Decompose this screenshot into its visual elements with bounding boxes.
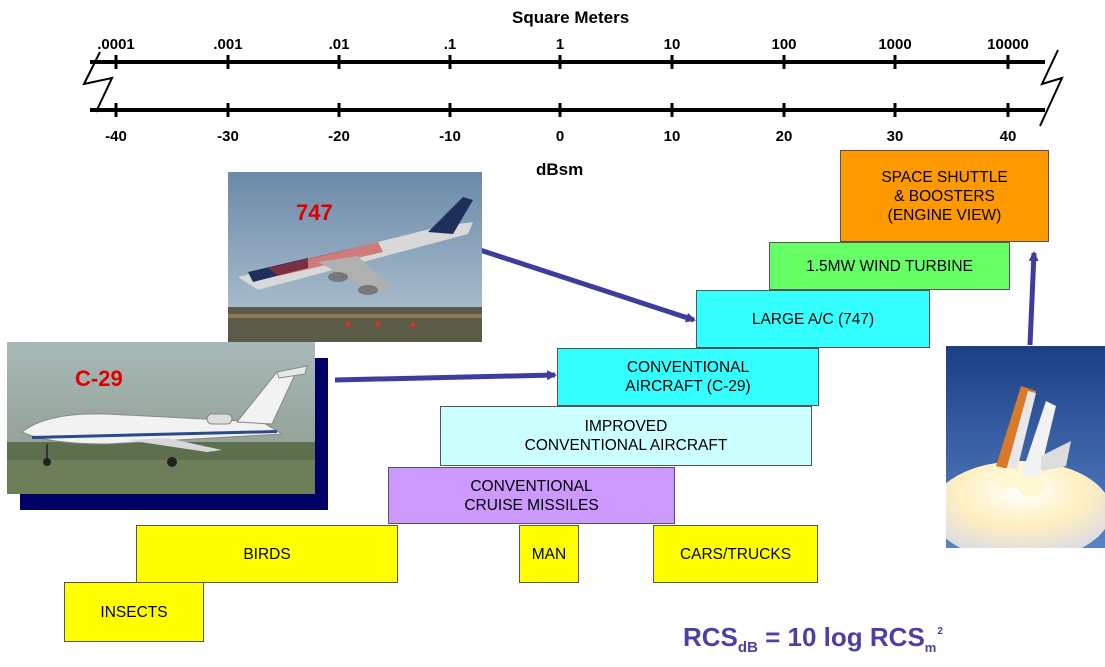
box-birds: BIRDS: [136, 525, 398, 583]
arrow-shuttle: [1027, 251, 1039, 346]
axis-ticks: [114, 55, 1010, 117]
box-insects: INSECTS: [64, 582, 204, 642]
box-birds-label: BIRDS: [243, 545, 291, 563]
formula-sub-m: m: [924, 640, 937, 655]
top-tick-label: .01: [328, 36, 350, 53]
left-break-mark: [82, 51, 114, 113]
top-axis-title: Square Meters: [512, 8, 630, 27]
top-tick-label: .1: [443, 36, 457, 53]
box-cars-trucks: CARS/TRUCKS: [653, 525, 818, 583]
box-large-label: LARGE A/C (747): [751, 310, 875, 328]
right-break-mark: [1039, 49, 1064, 127]
c29-aircraft-image: [7, 342, 315, 494]
formula-sup-2: 2: [937, 626, 943, 637]
photo-747-tag: 747: [296, 200, 333, 225]
formula-sub-db: dB: [737, 639, 758, 656]
box-wind-turbine: 1.5MW WIND TURBINE: [769, 242, 1010, 290]
space-shuttle-image: [946, 346, 1105, 548]
box-space-shuttle: SPACE SHUTTLE & BOOSTERS (ENGINE VIEW): [840, 150, 1049, 242]
top-tick-label: 100: [771, 36, 797, 53]
top-tick-label: 10000: [987, 36, 1029, 53]
arrow-747: [479, 247, 696, 323]
box-cruise-label: CONVENTIONAL CRUISE MISSILES: [464, 477, 599, 514]
box-cars-label: CARS/TRUCKS: [679, 545, 792, 563]
bottom-tick-label: 0: [555, 128, 565, 145]
box-man-label: MAN: [531, 545, 567, 563]
photo-c29: C-29: [7, 342, 315, 494]
box-conventional-aircraft: CONVENTIONAL AIRCRAFT (C-29): [557, 348, 819, 406]
photo-c29-tag: C-29: [75, 366, 123, 391]
top-tick-label: 10: [663, 36, 681, 53]
box-improved-label: IMPROVED CONVENTIONAL AIRCRAFT: [524, 418, 728, 454]
bottom-tick-label: -40: [105, 128, 127, 145]
bottom-tick-label: -30: [217, 128, 239, 145]
top-tick-label: .001: [213, 36, 243, 53]
box-turbine-label: 1.5MW WIND TURBINE: [806, 257, 973, 275]
bottom-tick-label: -10: [439, 128, 461, 145]
bottom-tick-label: 20: [775, 128, 793, 145]
bottom-tick-label: 10: [663, 128, 681, 145]
box-improved-aircraft: IMPROVED CONVENTIONAL AIRCRAFT: [440, 406, 812, 466]
top-tick-label: 1: [555, 36, 565, 53]
box-conventional-label: CONVENTIONAL AIRCRAFT (C-29): [625, 359, 751, 395]
box-man: MAN: [519, 525, 579, 583]
box-large-aircraft: LARGE A/C (747): [696, 290, 930, 348]
box-cruise-missiles: CONVENTIONAL CRUISE MISSILES: [388, 467, 675, 524]
bottom-tick-label: -20: [328, 128, 350, 145]
formula-equation: = 10 log RCS: [757, 622, 925, 652]
photo-space-shuttle: [946, 346, 1105, 548]
bottom-tick-label: 40: [999, 128, 1017, 145]
photo-747: 747: [228, 172, 482, 342]
bottom-tick-label: 30: [886, 128, 904, 145]
bottom-axis-title: dBsm: [536, 160, 584, 179]
arrow-c29: [334, 370, 557, 383]
boeing-747-image: [228, 172, 482, 342]
rcs-formula: RCSdB = 10 log RCSm2: [683, 622, 943, 656]
top-tick-label: .0001: [97, 36, 135, 53]
box-shuttle-label: SPACE SHUTTLE & BOOSTERS (ENGINE VIEW): [881, 168, 1008, 224]
formula-rcs: RCS: [683, 622, 738, 652]
box-insects-label: INSECTS: [100, 603, 168, 621]
top-tick-label: 1000: [878, 36, 912, 53]
